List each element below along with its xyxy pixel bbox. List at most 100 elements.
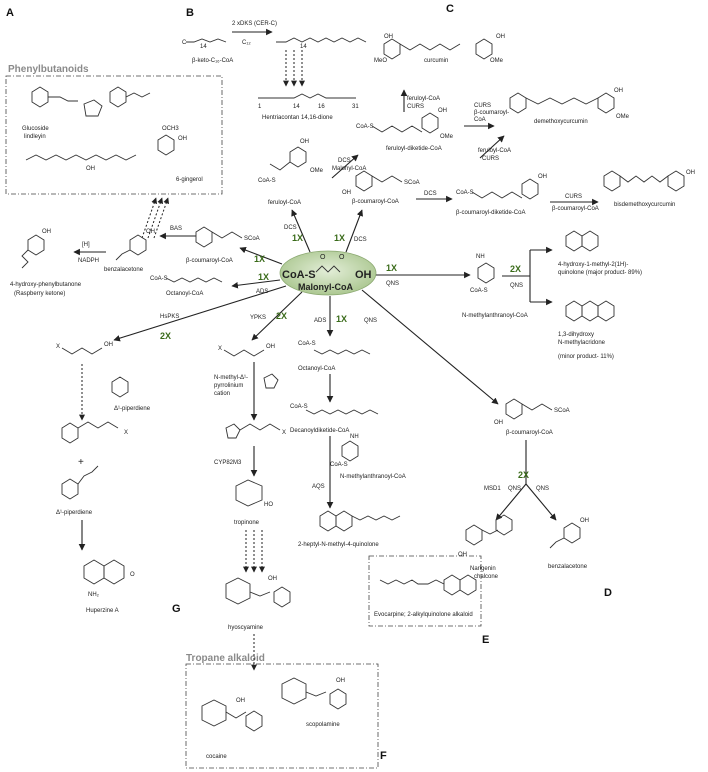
fdk-label: feruloyl-diketide-CoA xyxy=(386,146,442,152)
lindleyin-aryl-ring xyxy=(109,86,127,108)
huperzine-ring-1 xyxy=(83,559,105,585)
demethoxy-oh: OH xyxy=(614,88,623,94)
octanoyl-down-chain xyxy=(313,349,371,355)
lindleyin-ester xyxy=(48,96,78,102)
d-left-arrow xyxy=(495,483,527,521)
feruloyl2-label: feruloyl-CoA xyxy=(478,148,511,154)
pcou-right-ring xyxy=(355,170,373,192)
pcou-right-chain xyxy=(371,175,403,183)
curs2-pcou: β-coumaroyl- xyxy=(474,110,509,116)
dks-product-chain xyxy=(276,37,367,43)
pcdk-coas: CoA-S xyxy=(456,190,474,196)
lindleyin-name: lindleyin xyxy=(24,134,46,140)
pcou-d-scoa: SCoA xyxy=(554,408,570,414)
nmeth2-coas: CoA-S xyxy=(330,462,348,468)
qns2-label: QNS xyxy=(510,283,523,289)
decanoyl-label: Decanoyldiketide-CoA xyxy=(290,428,349,434)
msd1-label: MSD1 xyxy=(484,486,501,492)
plus-sign: + xyxy=(78,457,84,468)
curs2-label: CURS xyxy=(474,103,491,109)
pcdk-label: β-coumaroyl-diketide-CoA xyxy=(456,210,525,216)
quinolone-label-1: 4-hydroxy-1-methyl-2(1H)- xyxy=(558,262,628,268)
feruloyl-chain xyxy=(269,161,291,171)
tropinone-ring xyxy=(235,479,263,507)
malonyl-oh: OH xyxy=(355,269,372,281)
feruloyl-coas: CoA-S xyxy=(258,178,276,184)
hspks-oh: OH xyxy=(104,342,113,348)
panel-label-e: E xyxy=(482,634,489,646)
heptyl-ring-a xyxy=(319,510,337,532)
curs2-coa: CoA xyxy=(474,117,486,123)
evocarpine-ring-b xyxy=(459,574,477,596)
heptyl-label: 2-heptyl-N-methyl-4-quinolone xyxy=(298,542,379,548)
dcs2-label: DCS xyxy=(424,191,437,197)
benzal-d-ring xyxy=(563,522,581,544)
quinolone-ring-a xyxy=(565,230,583,252)
gingerol-och3: OCH3 xyxy=(162,126,179,132)
ypks-product-chain xyxy=(239,423,281,431)
panel-label-g: G xyxy=(172,603,181,615)
piperdiene-2-ring xyxy=(61,478,79,500)
qns-right-label: QNS xyxy=(386,281,399,287)
center-to-bas-arrow xyxy=(239,247,283,265)
bisdemethoxy-label: bisdemethoxycurcumin xyxy=(614,202,675,208)
pcou-d-label: β-coumaroyl-CoA xyxy=(506,430,553,436)
phenylbutanoids-title: Phenylbutanoids xyxy=(8,64,89,75)
malonyl-chain xyxy=(315,265,341,273)
malonyl-coa-name: Malonyl-CoA xyxy=(298,282,353,292)
pcdk-chain xyxy=(471,191,523,199)
pcou-left-scoa: SCoA xyxy=(244,236,260,242)
dks-enzyme: 2 xDKS (CER-C) xyxy=(232,21,277,27)
pcou-d-chain xyxy=(521,403,553,411)
malonyl-coas: CoA-S xyxy=(282,269,316,281)
curcumin-ring-left xyxy=(383,38,401,60)
bisdemethoxy-chain xyxy=(619,175,669,183)
evocarpine-ring-a xyxy=(443,574,461,596)
quinolone-label-2: quinolone (major product- 89%) xyxy=(558,270,642,276)
decanoyl-chain xyxy=(305,409,379,415)
naringenin-chain xyxy=(481,529,499,535)
nmeth2-label: N-methylanthranoyl-CoA xyxy=(340,474,406,480)
huperzine-ring-2 xyxy=(103,559,125,585)
naringenin-label-1: Narigenin xyxy=(470,566,496,572)
qns2-mult: 2X xyxy=(510,264,521,274)
center-to-feruloyl-arrow xyxy=(291,209,311,253)
hspks-mult: 2X xyxy=(160,331,171,341)
to-box-dash-2 xyxy=(147,197,164,239)
dcs-right-label: DCS xyxy=(354,237,367,243)
dcs-feruloyl-arrow xyxy=(331,154,359,179)
dcs1-label: DCS xyxy=(338,158,351,164)
pcou-left-ring xyxy=(195,226,213,248)
curcumin-ome: OMe xyxy=(490,58,504,64)
ypks-label: YPKS xyxy=(250,315,266,321)
malonyl-coa-oval xyxy=(279,250,377,296)
benzalacetone-ring xyxy=(129,234,147,256)
acridone-ring-c xyxy=(597,300,615,322)
piperdiene-2-label: Δ¹-piperdiene xyxy=(56,510,93,516)
malonyl-o1: O xyxy=(320,254,326,261)
acridone-ring-b xyxy=(581,300,599,322)
octanoyl-left-coas: CoA-S xyxy=(150,276,168,282)
pyrrolinium-label-2: pyrrolinium xyxy=(214,383,243,389)
curs4-label: CURS xyxy=(565,194,582,200)
lindleyin-sugar xyxy=(83,99,103,117)
octanoyl-down-label: Octanoyl-CoA xyxy=(298,366,335,372)
beta-keto-c: C xyxy=(182,40,187,46)
decanoyl-coas: CoA-S xyxy=(290,404,308,410)
fdk-oh: OH xyxy=(438,108,447,114)
raspberry-oh: OH xyxy=(42,229,51,235)
beta-keto-14: 14 xyxy=(200,44,207,50)
dcs-left-mult: 1X xyxy=(292,233,303,243)
gingerol-chain xyxy=(25,154,137,161)
benzalacetone-oh: OH xyxy=(146,229,155,235)
ads-left-arrow xyxy=(231,279,281,289)
huperzine-nh2: NH₂ xyxy=(88,592,100,598)
hspks-x: X xyxy=(56,344,60,350)
fdk-coas: CoA-S xyxy=(356,124,374,130)
qns-down-label: QNS xyxy=(364,318,377,324)
ypks-product-ring xyxy=(225,423,241,439)
pcdk-oh: OH xyxy=(538,174,547,180)
demethoxy-label: demethoxycurcumin xyxy=(534,119,588,125)
raspberry-label-2: (Raspberry ketone) xyxy=(14,291,65,297)
gingerol-oh2: OH xyxy=(86,166,95,172)
